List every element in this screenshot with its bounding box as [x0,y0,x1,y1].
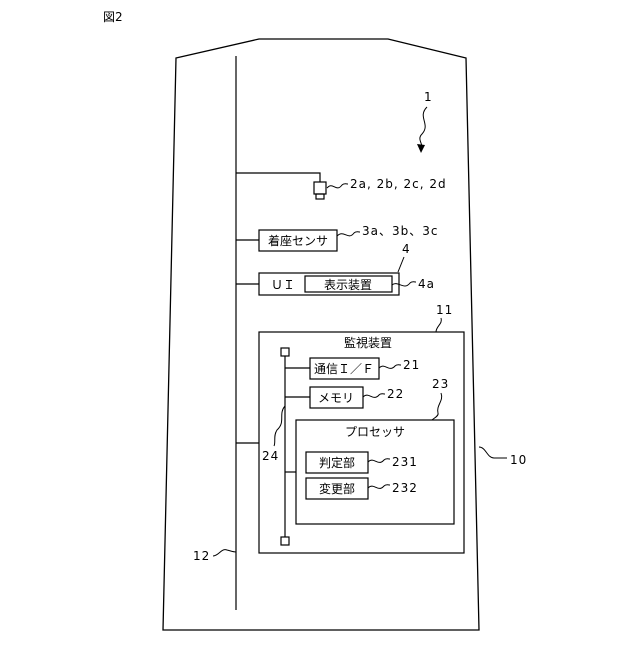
internal-bus-bottom-terminal [281,537,289,545]
change-unit-label: 変更部 [319,481,355,496]
processor-ref-leader [432,393,442,420]
ui-ref-leader [398,257,404,272]
figure-label: 図2 [103,10,123,24]
system-ref-leader [420,107,427,150]
camera-lens-icon [316,194,324,199]
vehicle-ref: 10 [510,453,527,467]
change-unit-ref-leader [368,485,390,489]
camera-icon [314,182,326,194]
monitoring-device-ref: 11 [436,303,453,317]
display-ref-leader [392,282,416,286]
camera-connector [236,173,320,182]
cameras-ref: 2a, 2b, 2c, 2d [350,177,447,191]
ui-ref: 4 [402,242,411,256]
memory-label: メモリ [318,391,354,405]
internal-bus-ref: 24 [262,449,279,463]
seat-sensors-ref: 3a、3b、3c [362,224,438,238]
bus-line-ref: 12 [193,549,210,563]
display-label: 表示装置 [324,278,372,292]
judgment-unit-ref-leader [368,459,390,463]
memory-ref-leader [363,394,385,398]
display-ref: 4a [418,277,435,291]
judgment-unit-ref: 231 [392,455,418,469]
system-ref-arrowhead [417,144,425,153]
bus-line-ref-leader [213,550,236,556]
comm-if-ref: 21 [403,358,420,372]
cameras-ref-leader [327,184,348,188]
seat-sensor-label: 着座センサ [268,233,328,248]
internal-bus-top-terminal [281,348,289,356]
comm-if-ref-leader [379,365,401,369]
internal-bus-ref-leader [274,406,285,446]
processor-ref: 23 [432,377,449,391]
seat-sensors-ref-leader [337,232,360,236]
vehicle-ref-leader [479,447,507,458]
judgment-unit-label: 判定部 [319,455,355,470]
monitoring-device-ref-leader [436,318,441,332]
memory-ref: 22 [387,387,404,401]
processor-label: プロセッサ [345,425,405,439]
system-ref: 1 [424,90,433,104]
change-unit-ref: 232 [392,481,418,495]
monitoring-device-label: 監視装置 [344,335,392,350]
comm-if-label: 通信Ｉ／Ｆ [314,362,374,376]
vehicle-outline [163,39,479,630]
ui-label: ＵＩ [271,278,295,292]
